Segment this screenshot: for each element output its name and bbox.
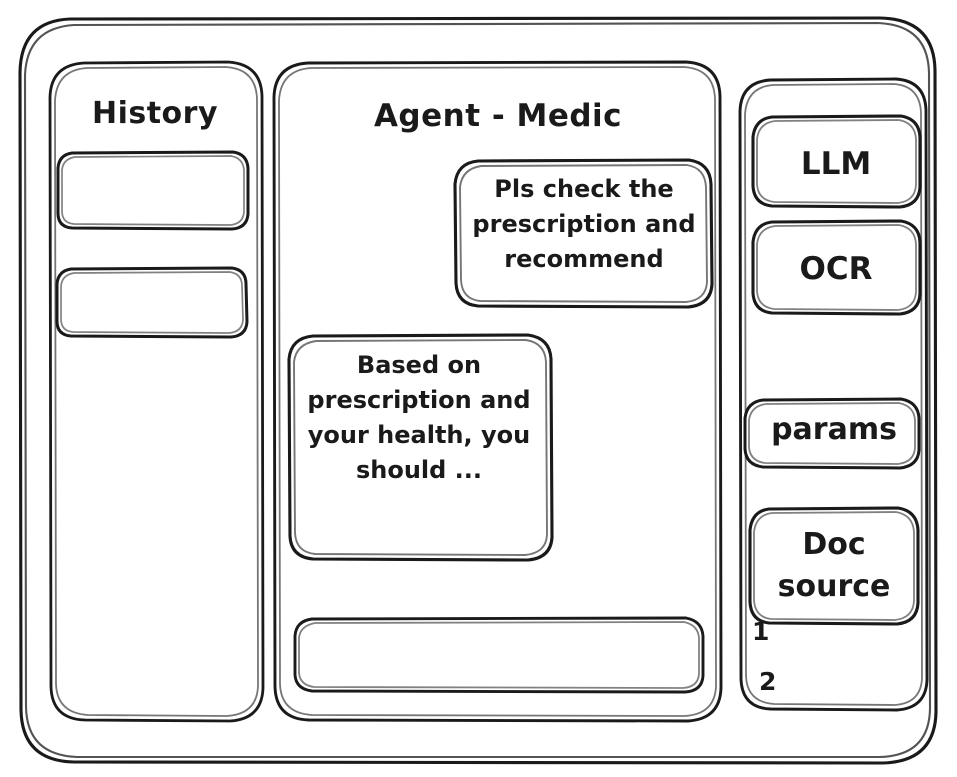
history-item-2[interactable]	[57, 268, 247, 338]
doc-source-item-1[interactable]: 1	[752, 617, 770, 646]
history-panel-outline	[48, 60, 265, 723]
composer-input-outline	[293, 616, 705, 694]
user-message-bubble-outline	[453, 158, 714, 309]
llm-button-outline	[751, 114, 922, 209]
doc-source-button-label: Doc source	[777, 527, 891, 604]
doc-source-button-outline	[748, 506, 920, 626]
assistant-message-text: Based on prescription and your health, y…	[307, 351, 531, 484]
main-panel-outline	[272, 60, 723, 723]
tools-panel-outline	[738, 77, 929, 712]
composer-input[interactable]	[295, 618, 703, 692]
assistant-message-bubble-outline	[287, 333, 554, 562]
history-item-1-outline	[56, 150, 250, 231]
history-item-1[interactable]	[58, 152, 248, 230]
ocr-button-label: OCR	[799, 251, 873, 287]
ocr-button-outline	[751, 219, 922, 316]
params-button-label: params	[771, 412, 897, 447]
doc-source-item-2[interactable]: 2	[759, 667, 777, 696]
history-item-2-outline	[55, 266, 249, 339]
params-button-outline	[743, 397, 921, 470]
user-message-text: Pls check the prescription and recommend	[472, 175, 696, 273]
llm-button-label: LLM	[800, 146, 872, 182]
